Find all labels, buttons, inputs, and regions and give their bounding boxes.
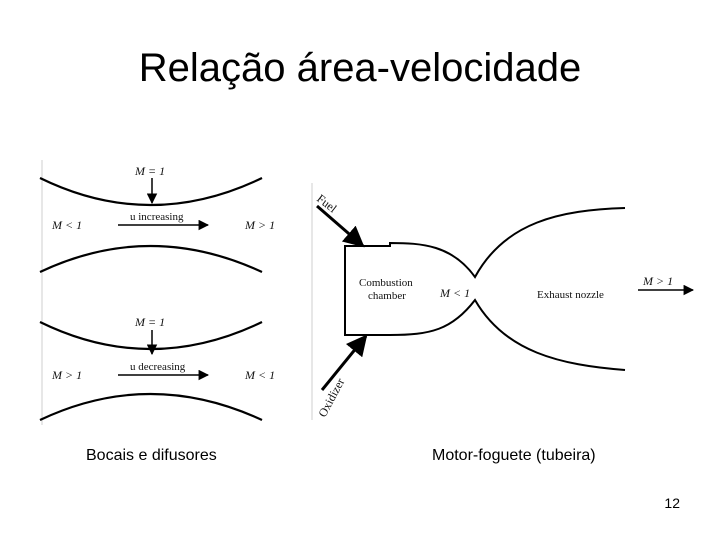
- fuel-label: Fuel: [314, 191, 340, 216]
- nozzle-throat-label: M = 1: [134, 164, 165, 178]
- chamber-label-line1: Combustion: [359, 277, 413, 289]
- left-caption: Bocais e difusores: [86, 447, 217, 464]
- nozzle-upper-wall: [39, 177, 263, 207]
- rocket-engine-diagram: Fuel Oxidizer Combustion chamber M < 1 E…: [311, 183, 695, 420]
- chamber-label-line2: chamber: [368, 290, 406, 302]
- diffuser-outlet-mach-label: M < 1: [244, 368, 275, 382]
- nozzle-outlet-mach-label: M > 1: [244, 218, 275, 232]
- oxidizer-inlet-arrow: [320, 334, 368, 391]
- right-caption: Motor-foguete (tubeira): [432, 447, 596, 464]
- exit-mach-label: M > 1: [642, 274, 673, 288]
- page-number: 12: [664, 495, 680, 511]
- exhaust-nozzle-label: Exhaust nozzle: [537, 289, 604, 301]
- nozzle-flow-label: u increasing: [130, 211, 184, 223]
- nozzle-lower-wall: [39, 244, 263, 273]
- nozzle-diagram: M = 1 u increasing M < 1 M > 1: [39, 164, 275, 273]
- diffuser-flow-label: u decreasing: [130, 361, 186, 373]
- chamber-mach-label: M < 1: [439, 286, 470, 300]
- fuel-inlet-arrow: [316, 204, 365, 248]
- diffuser-lower-wall: [39, 392, 263, 421]
- diffuser-diagram: M = 1 u decreasing M > 1 M < 1: [39, 315, 275, 421]
- slide-title: Relação área-velocidade: [138, 46, 582, 90]
- diffuser-inlet-mach-label: M > 1: [51, 368, 82, 382]
- nozzle-inlet-mach-label: M < 1: [51, 218, 82, 232]
- diffuser-throat-label: M = 1: [134, 315, 165, 329]
- oxidizer-label: Oxidizer: [315, 376, 347, 420]
